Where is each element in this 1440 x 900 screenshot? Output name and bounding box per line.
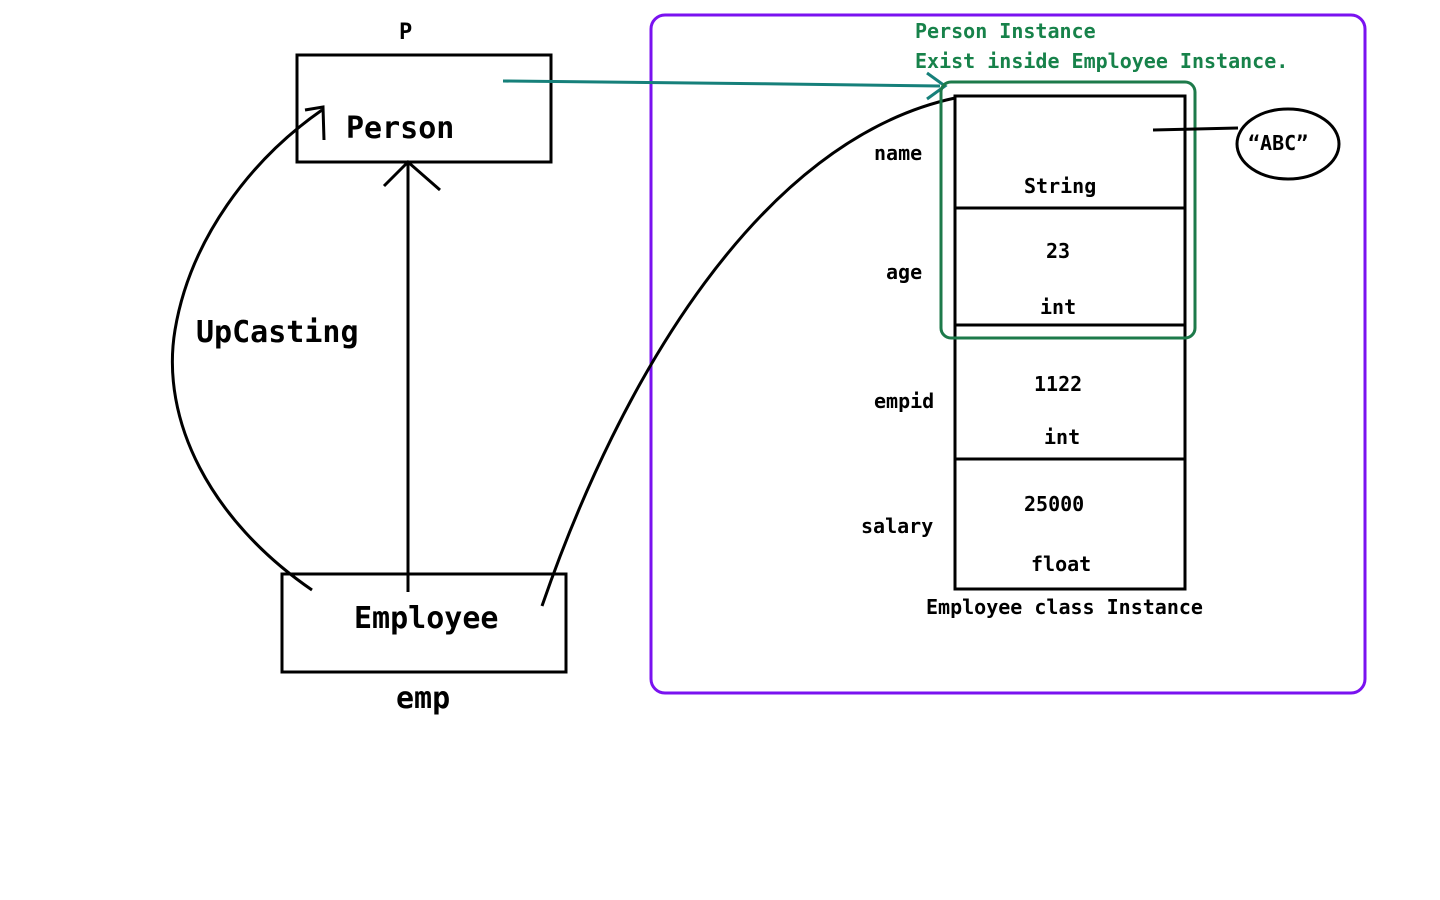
person-note-line2: Exist inside Employee Instance. — [915, 49, 1289, 73]
person-note-line1: Person Instance — [915, 19, 1096, 43]
field-salary-type: float — [1031, 552, 1092, 576]
field-salary-value: 25000 — [1024, 492, 1085, 516]
upcasting-label: UpCasting — [196, 315, 359, 350]
person-reference-arrow — [502, 71, 948, 101]
field-empid-type: int — [1044, 425, 1081, 449]
field-age-label: age — [886, 260, 923, 284]
instance-caption: Employee class Instance — [926, 595, 1203, 619]
cell-salary — [953, 457, 1187, 591]
employee-reference-name: emp — [396, 681, 451, 716]
employee-class-label: Employee — [354, 601, 499, 636]
person-reference-name: P — [399, 20, 413, 45]
field-salary-label: salary — [861, 514, 934, 538]
field-name-type: String — [1024, 174, 1097, 198]
string-reference-line — [1152, 126, 1239, 132]
upcasting-arrowhead — [304, 105, 326, 141]
person-reference-box — [295, 53, 553, 164]
string-object-value: “ABC” — [1248, 131, 1309, 155]
emp-reference-curve — [540, 96, 956, 607]
field-age-type: int — [1040, 295, 1077, 319]
field-age-value: 23 — [1046, 239, 1071, 263]
field-empid-value: 1122 — [1034, 372, 1083, 396]
upcasting-arrow — [170, 108, 323, 592]
string-object-ellipse — [1235, 107, 1341, 181]
field-name-label: name — [874, 141, 923, 165]
person-instance-highlight — [939, 80, 1197, 340]
employee-instance-container — [649, 13, 1367, 695]
employee-reference-box — [280, 572, 568, 674]
inheritance-arrow — [382, 159, 441, 592]
person-class-label: Person — [346, 111, 455, 146]
field-empid-label: empid — [874, 389, 935, 413]
